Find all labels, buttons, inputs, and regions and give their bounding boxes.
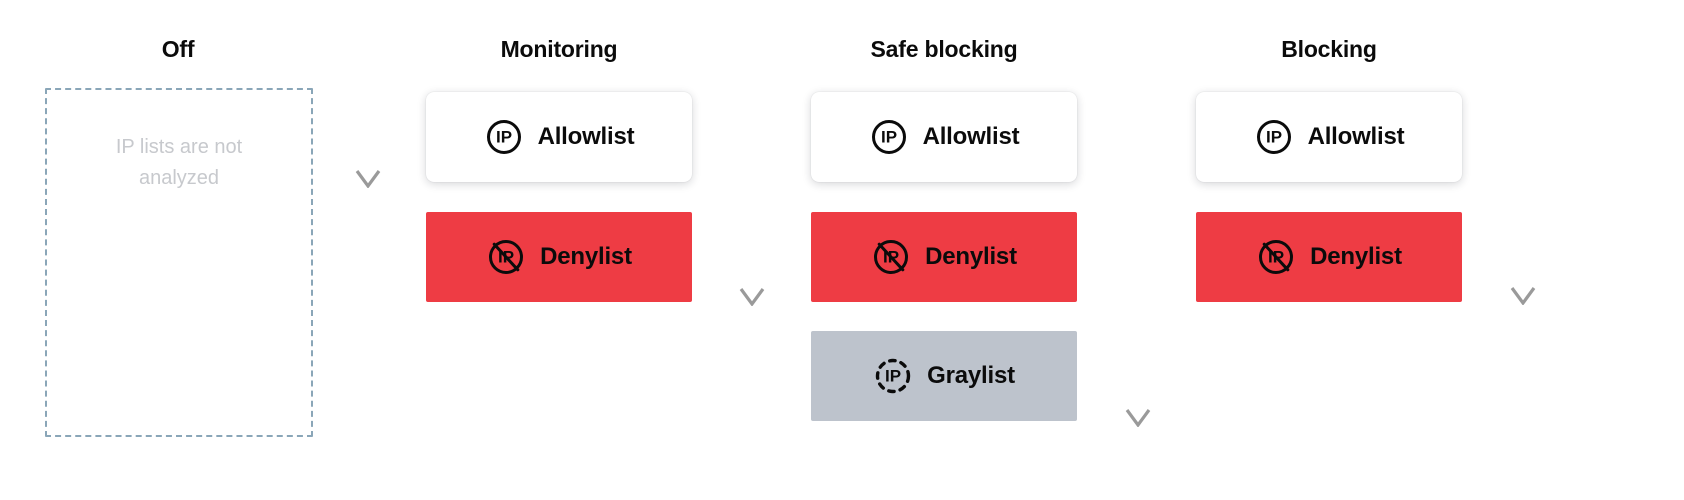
card-allowlist-blocking[interactable]: IP Allowlist <box>1196 92 1462 182</box>
card-label: Denylist <box>540 243 632 270</box>
card-allowlist-safe-blocking[interactable]: IP Allowlist <box>811 92 1077 182</box>
card-denylist-safe-blocking[interactable]: IP Denylist <box>811 212 1077 302</box>
svg-text:IP: IP <box>881 128 897 147</box>
card-label: Graylist <box>927 362 1015 389</box>
card-label: Allowlist <box>1307 123 1405 150</box>
ip-circle-icon: IP <box>1256 120 1291 154</box>
svg-text:IP: IP <box>496 128 512 147</box>
column-title-blocking: Blocking <box>1281 36 1377 62</box>
ip-circle-slash-icon: IP <box>874 240 909 274</box>
card-label: Allowlist <box>537 123 635 150</box>
card-graylist-safe-blocking[interactable]: IP Graylist <box>811 331 1077 421</box>
empty-ip-lists-placeholder: IP lists are not analyzed <box>45 88 313 437</box>
ip-dashed-circle-icon: IP <box>875 358 911 394</box>
arrow-blocking-end <box>1510 86 1536 305</box>
card-denylist-monitoring[interactable]: IP Denylist <box>426 212 692 302</box>
svg-text:IP: IP <box>1266 128 1282 147</box>
ip-circle-slash-icon: IP <box>1259 240 1294 274</box>
card-denylist-blocking[interactable]: IP Denylist <box>1196 212 1462 302</box>
ip-circle-slash-icon: IP <box>489 240 524 274</box>
empty-ip-lists-message: IP lists are not analyzed <box>115 136 243 189</box>
column-title-off: Off <box>161 36 195 62</box>
card-allowlist-monitoring[interactable]: IP Allowlist <box>426 92 692 182</box>
column-title-safe-blocking: Safe blocking <box>870 36 1018 62</box>
arrow-off-to-monitoring <box>355 86 381 188</box>
svg-text:IP: IP <box>885 367 901 386</box>
ip-circle-icon: IP <box>486 120 521 154</box>
ip-circle-icon: IP <box>871 120 906 154</box>
column-title-monitoring: Monitoring <box>500 36 618 62</box>
arrow-monitoring-to-safe-blocking <box>739 86 765 306</box>
card-label: Denylist <box>925 243 1017 270</box>
card-label: Denylist <box>1310 243 1402 270</box>
arrow-safe-blocking-to-blocking <box>1125 86 1151 427</box>
card-label: Allowlist <box>922 123 1020 150</box>
